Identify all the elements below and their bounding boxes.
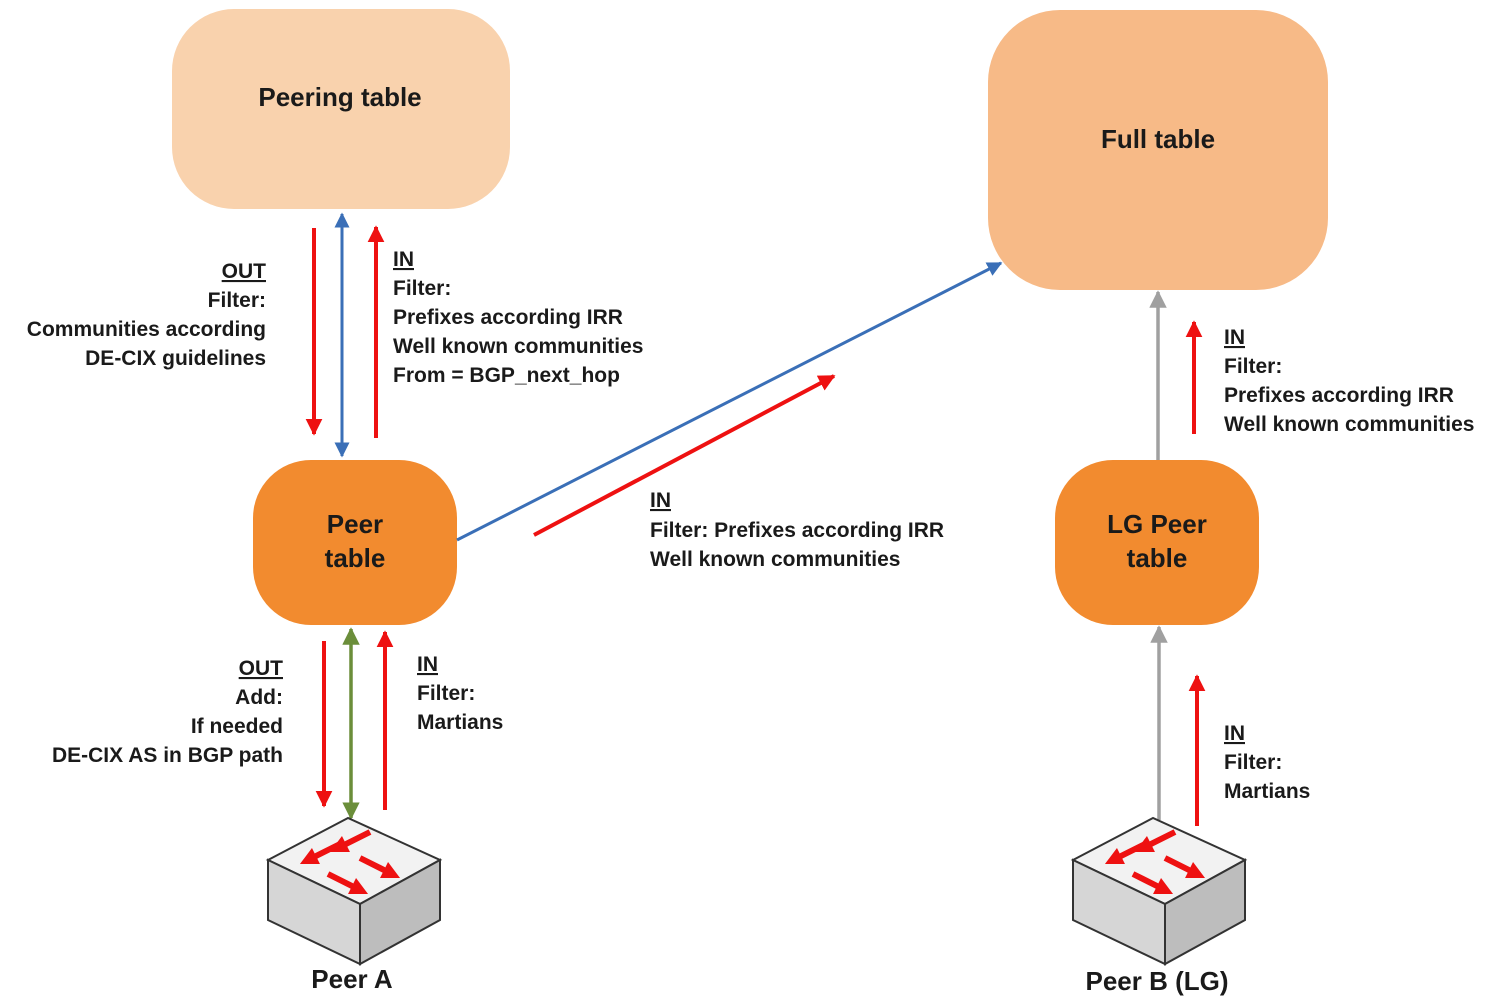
peer-b-router xyxy=(1070,816,1248,966)
peer-a-label: Peer A xyxy=(311,964,393,994)
lg-peer-table-label-line1: LG Peer xyxy=(1107,509,1207,539)
annotation-line: From = BGP_next_hop xyxy=(393,364,620,387)
annotation-line: Well known communities xyxy=(1224,413,1474,436)
lg-peer-table-box: LG Peer table xyxy=(1055,460,1259,625)
full-table-box: Full table xyxy=(988,10,1328,290)
switch-router-icon xyxy=(265,816,443,966)
full-in-from-peer-annotation: IN Filter: Prefixes according IRR Well k… xyxy=(650,489,944,571)
annotation-line: Well known communities xyxy=(393,335,643,358)
peer-to-full-arrow xyxy=(456,261,1003,542)
peer-table-label-line2: table xyxy=(325,543,386,573)
peering-out-annotation: OUT Filter: Communities according DE-CIX… xyxy=(27,260,266,370)
annotation-title: IN xyxy=(393,248,414,271)
peer-a-in-annotation: IN Filter: Martians xyxy=(417,653,503,734)
annotation-line: Communities according xyxy=(27,318,266,341)
annotation-line: Filter: xyxy=(417,682,475,705)
annotation-line: If needed xyxy=(191,715,283,738)
annotation-title: OUT xyxy=(222,260,267,283)
annotation-title: IN xyxy=(1224,722,1245,745)
lg-peer-table-label-line2: table xyxy=(1127,543,1188,573)
peer-b-label: Peer B (LG) xyxy=(1085,966,1228,996)
annotation-line: Martians xyxy=(1224,780,1310,803)
annotation-line: Prefixes according IRR xyxy=(1224,384,1454,407)
peering-table-box: Peering table xyxy=(172,9,510,209)
annotation-title: IN xyxy=(650,489,671,512)
annotation-title: IN xyxy=(1224,326,1245,349)
switch-router-icon xyxy=(1070,816,1248,966)
annotation-line: Filter: xyxy=(208,289,266,312)
peer-a-router xyxy=(265,816,443,966)
annotation-line: Filter: xyxy=(1224,751,1282,774)
peer-table-label-line1: Peer xyxy=(327,509,383,539)
peering-in-annotation: IN Filter: Prefixes according IRR Well k… xyxy=(393,248,643,387)
annotation-line: DE-CIX guidelines xyxy=(85,347,266,370)
annotation-line: Martians xyxy=(417,711,503,734)
annotation-title: OUT xyxy=(239,657,284,680)
annotation-line: Prefixes according IRR xyxy=(393,306,623,329)
full-table-label: Full table xyxy=(1101,124,1215,154)
peer-b-in-annotation: IN Filter: Martians xyxy=(1224,722,1310,803)
annotation-line: Add: xyxy=(235,686,283,709)
full-in-from-lg-annotation: IN Filter: Prefixes according IRR Well k… xyxy=(1224,326,1474,436)
full-in-arrow xyxy=(533,374,836,537)
annotation-line: Filter: xyxy=(393,277,451,300)
annotation-line: Filter: xyxy=(1224,355,1282,378)
annotation-line: Filter: Prefixes according IRR xyxy=(650,519,944,542)
peer-a-out-annotation: OUT Add: If needed DE-CIX AS in BGP path xyxy=(52,657,283,767)
peer-table-box: Peer table xyxy=(253,460,457,625)
annotation-line: DE-CIX AS in BGP path xyxy=(52,744,283,767)
peering-table-label: Peering table xyxy=(258,82,421,112)
annotation-line: Well known communities xyxy=(650,548,900,571)
annotation-title: IN xyxy=(417,653,438,676)
